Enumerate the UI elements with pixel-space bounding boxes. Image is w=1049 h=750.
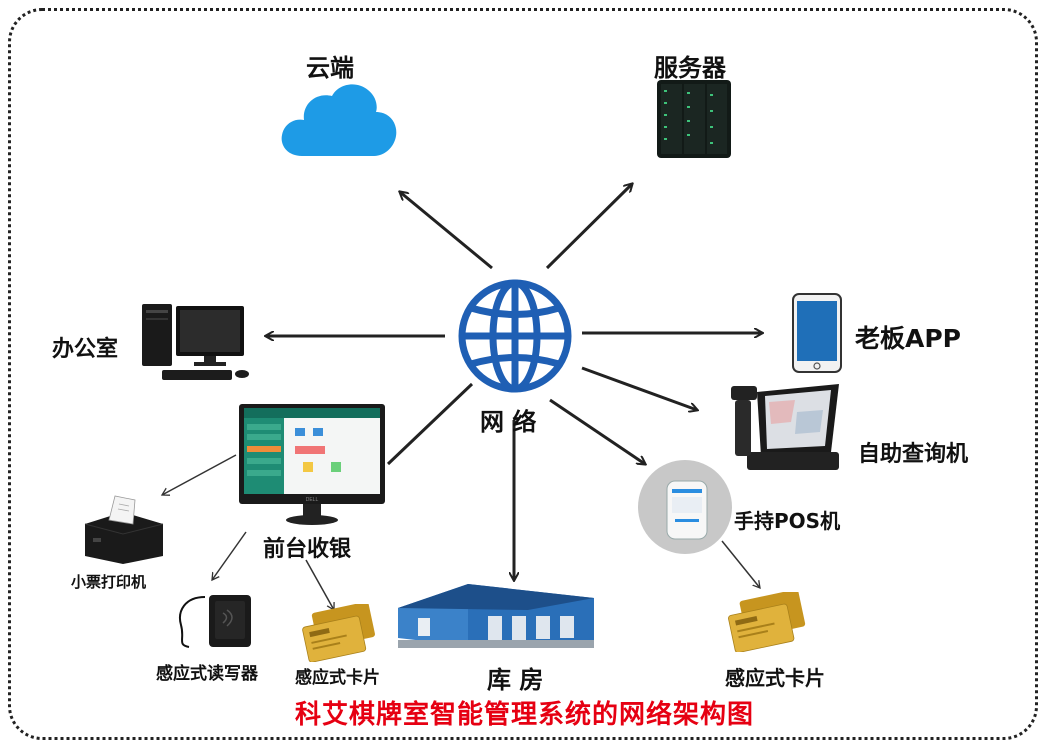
arrow-to-kiosk — [581, 366, 697, 410]
arrow-to-front-desk — [386, 382, 474, 466]
network-label: 网 络 — [480, 408, 537, 436]
cloud-icon — [280, 80, 400, 160]
server-label: 服务器 — [654, 54, 726, 82]
cloud-label: 云端 — [306, 54, 354, 82]
desktop-computer-icon — [138, 302, 254, 388]
arrow-to-card-right — [721, 540, 760, 588]
globe-icon — [456, 277, 574, 395]
kiosk-terminal-icon — [727, 382, 843, 472]
handheld-pos-icon — [637, 459, 733, 555]
card-reader-icon — [175, 591, 255, 651]
warehouse-icon — [398, 580, 598, 650]
front-desk-monitor-icon: DELL — [239, 404, 385, 526]
cards-left-icon — [296, 604, 382, 662]
card-left-label: 感应式卡片 — [295, 668, 380, 688]
card-reader-label: 感应式读写器 — [156, 664, 258, 684]
arrow-to-cloud — [400, 192, 493, 270]
arrow-to-handheld-pos — [549, 398, 645, 464]
office-label: 办公室 — [52, 337, 119, 362]
kiosk-label: 自助查询机 — [858, 442, 969, 467]
boss-app-label: 老板APP — [855, 324, 961, 353]
monitor-brand-text: DELL — [306, 497, 319, 503]
warehouse-label: 库 房 — [487, 666, 544, 694]
front-desk-label: 前台收银 — [263, 537, 352, 562]
arrow-to-card-left — [305, 559, 334, 610]
receipt-printer-label: 小票打印机 — [71, 573, 147, 591]
card-right-label: 感应式卡片 — [725, 666, 825, 690]
tablet-icon — [792, 293, 842, 373]
arrow-to-receipt-printer — [162, 454, 237, 495]
arrow-to-card-reader — [212, 531, 247, 580]
arrow-to-server — [545, 184, 632, 270]
diagram-title: 科艾棋牌室智能管理系统的网络架构图 — [294, 700, 754, 730]
dotted-frame — [8, 8, 1038, 740]
server-rack-icon — [657, 80, 731, 158]
cards-right-icon — [722, 592, 812, 652]
receipt-printer-icon — [79, 494, 167, 566]
handheld-pos-label: 手持POS机 — [734, 509, 841, 533]
